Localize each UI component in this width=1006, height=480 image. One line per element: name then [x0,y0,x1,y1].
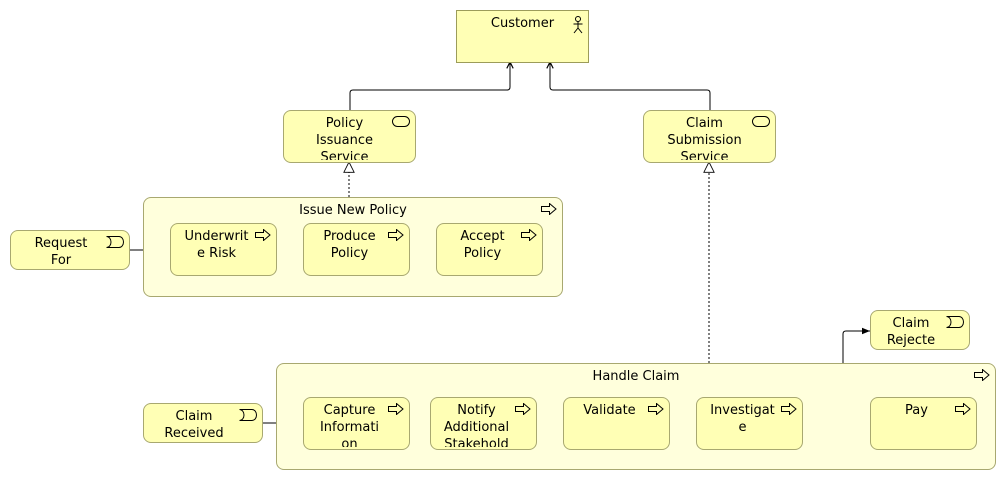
accept-policy-process[interactable]: Accept Policy [436,223,543,276]
claim-received-label: Claim Received [164,409,224,441]
process-arrow-icon [515,403,531,415]
process-arrow-icon [388,403,404,415]
event-icon [106,236,124,248]
actor-icon [573,16,583,34]
issue-new-policy-label: Issue New Policy [299,203,407,218]
capture-information-process[interactable]: Capture Informati on [303,397,410,450]
handle-claim-label: Handle Claim [592,369,680,384]
investigate-process[interactable]: Investigat e [696,397,803,450]
claim-rejected-label: Claim Rejecte [886,316,936,348]
accept-policy-label: Accept Policy [460,229,505,261]
service-icon [392,116,410,127]
validate-process[interactable]: Validate [563,397,670,450]
underwrite-risk-label: Underwrit e Risk [184,229,249,261]
investigate-label: Investigat e [710,403,775,435]
process-arrow-icon [648,403,664,415]
process-arrow-icon [255,229,271,241]
process-arrow-icon [781,403,797,415]
claim-submission-service-label: Claim Submission Service [667,116,742,160]
notify-additional-stakeholders-process[interactable]: Notify Additional Stakehold [430,397,537,450]
claim-submission-service[interactable]: Claim Submission Service [643,110,776,163]
serving-link-policy-to-customer [349,62,510,110]
pay-label: Pay [905,403,928,418]
service-icon [752,116,770,127]
policy-issuance-service-label: Policy Issuance Service [316,116,373,160]
process-arrow-icon [974,369,990,381]
underwrite-risk-process[interactable]: Underwrit e Risk [170,223,277,276]
claim-rejected-event[interactable]: Claim Rejecte [870,310,970,350]
event-icon [946,316,964,328]
process-arrow-icon [955,403,971,415]
policy-issuance-service[interactable]: Policy Issuance Service [283,110,416,163]
trigger-link-junction-to-rejected [842,327,870,420]
serving-link-claim-to-customer [550,62,711,110]
claim-received-event[interactable]: Claim Received [143,403,263,443]
process-arrow-icon [388,229,404,241]
produce-policy-process[interactable]: Produce Policy [303,223,410,276]
pay-process[interactable]: Pay [870,397,977,450]
customer-label: Customer [490,16,555,31]
capture-information-label: Capture Informati on [319,403,380,447]
process-arrow-icon [521,229,537,241]
request-for-event[interactable]: Request For [10,230,130,270]
event-icon [239,409,257,421]
request-for-label: Request For [34,236,88,268]
customer-actor[interactable]: Customer [456,10,589,63]
process-arrow-icon [541,203,557,215]
produce-policy-label: Produce Policy [323,229,376,261]
validate-label: Validate [583,403,636,418]
notify-additional-stakeholders-label: Notify Additional Stakehold [443,403,510,447]
